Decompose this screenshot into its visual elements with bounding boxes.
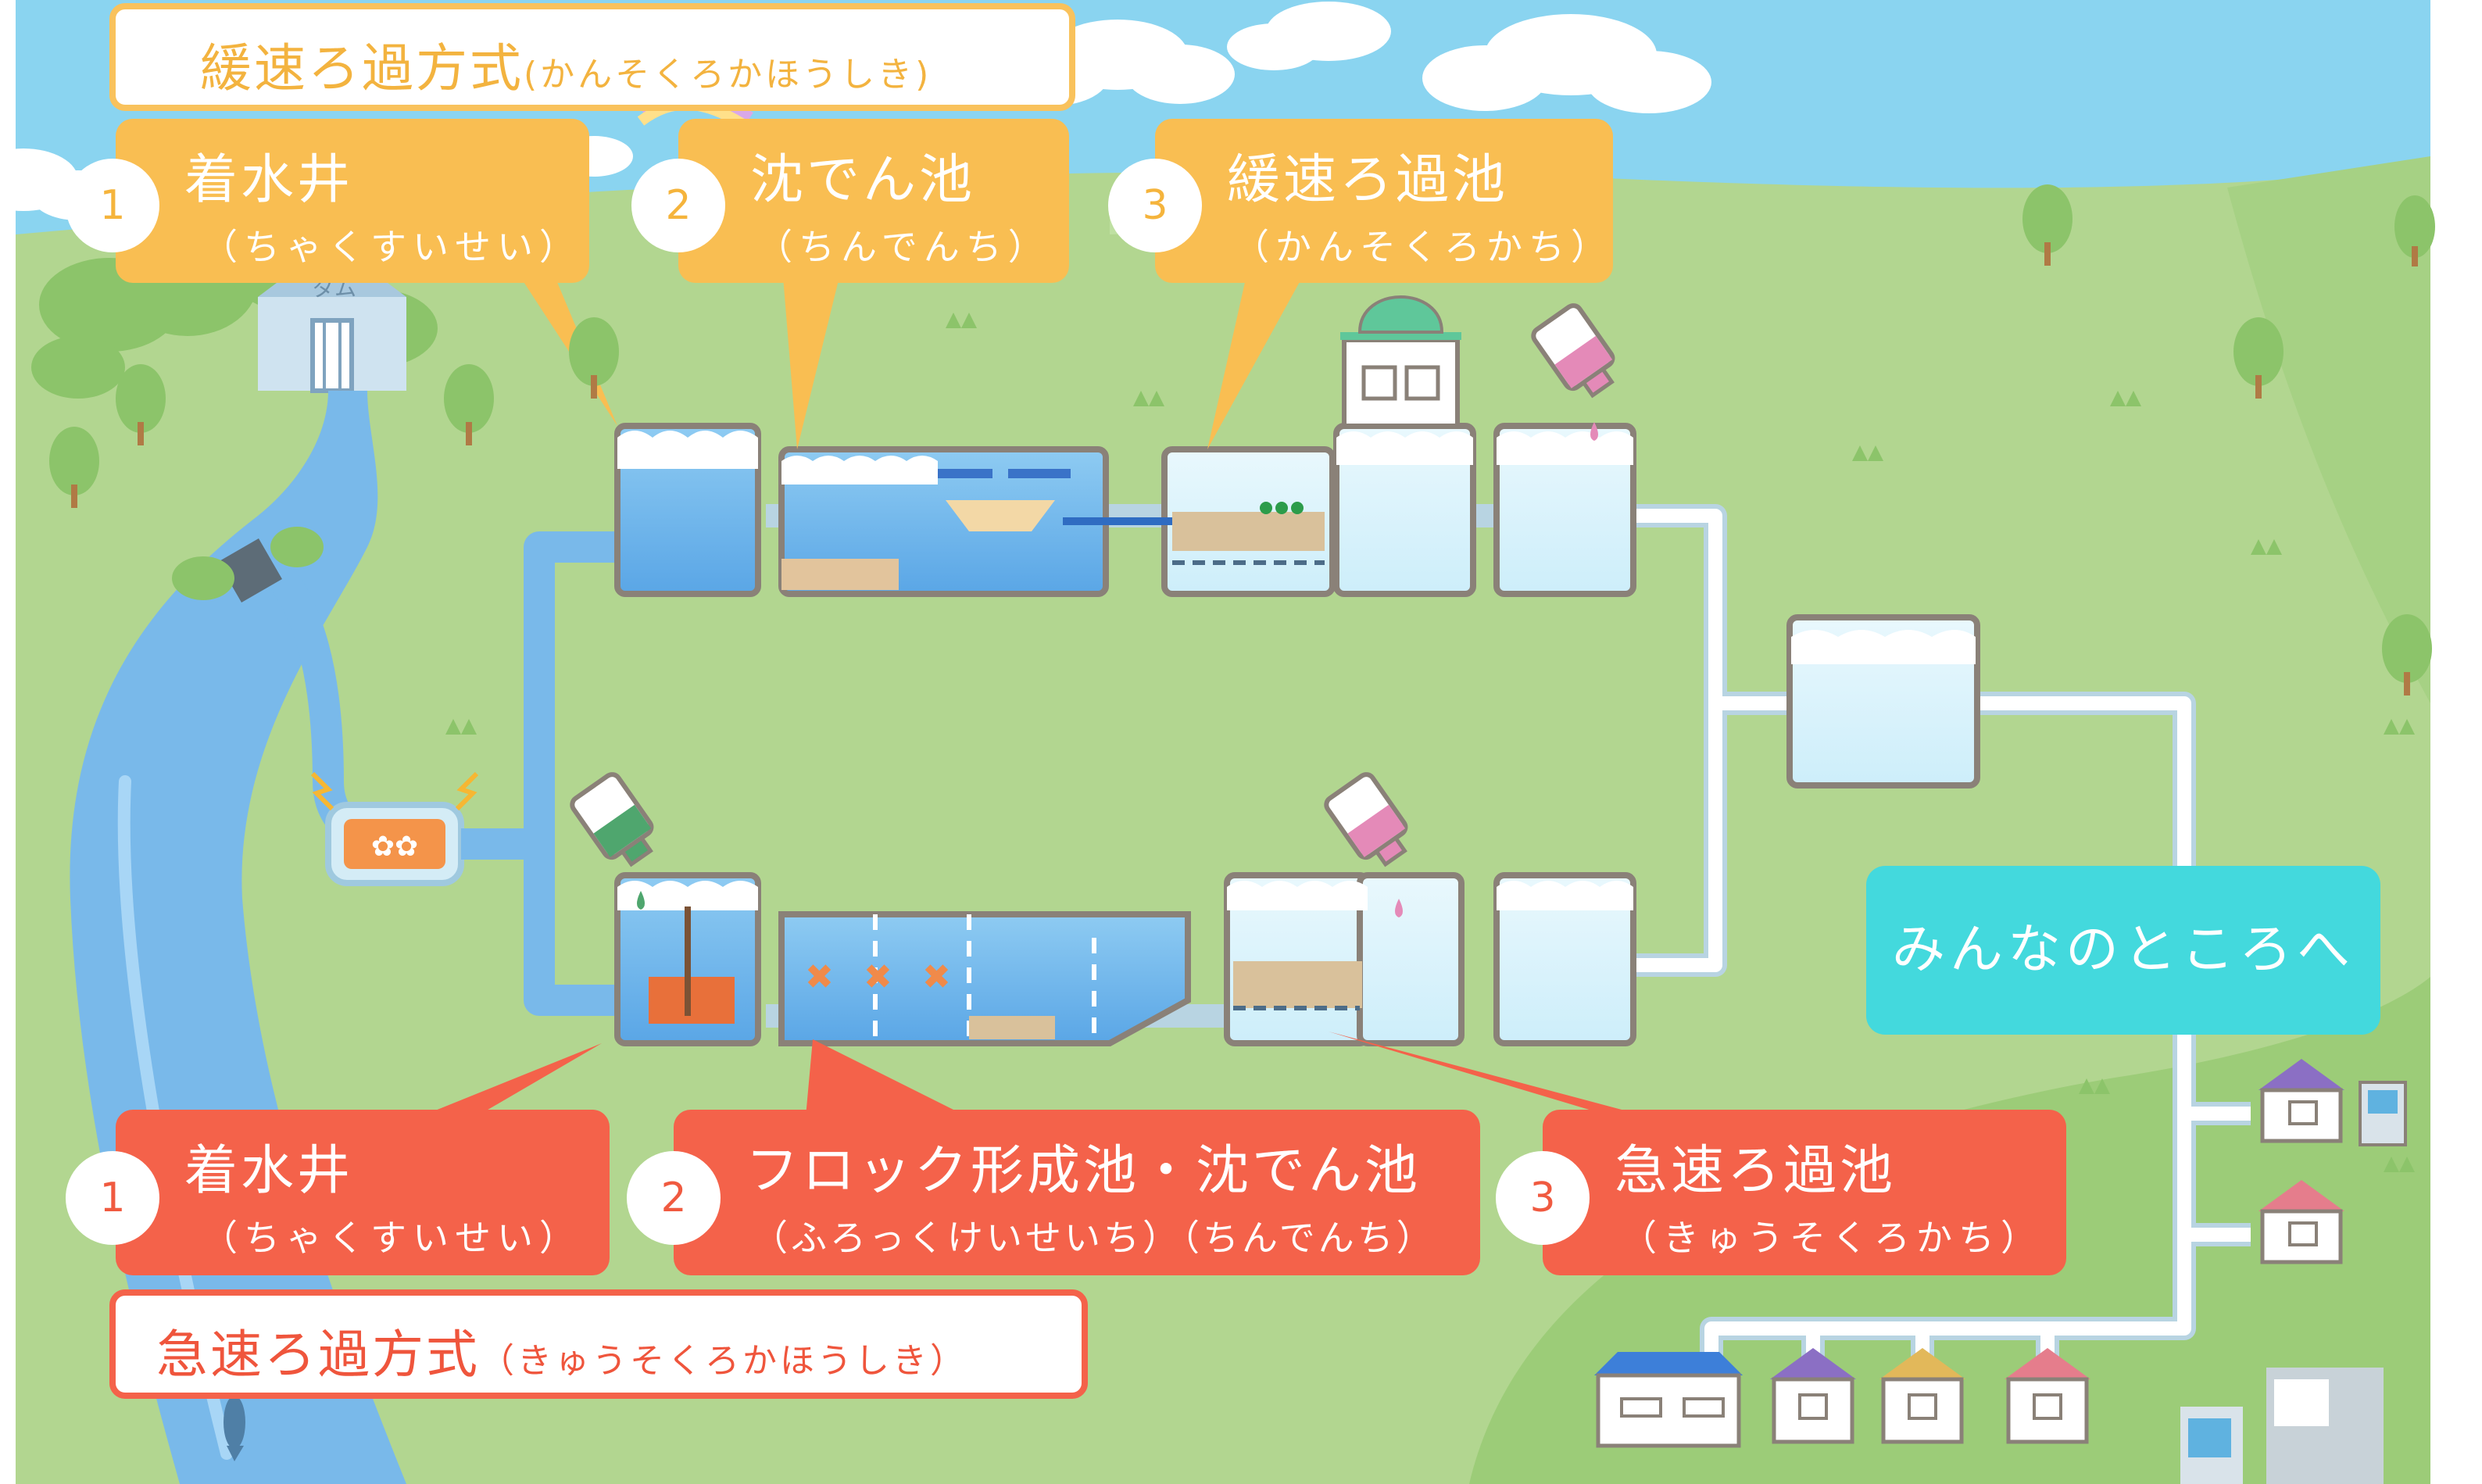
rapid-step-2-number: 2: [627, 1151, 721, 1245]
callout-pointers: [399, 258, 1680, 1125]
weir: [172, 527, 324, 603]
chemical-bottle-icon: [570, 772, 654, 910]
tree-icon: [2382, 614, 2432, 696]
clear-well-2: [1493, 423, 1636, 597]
cloud-icon: [1227, 2, 1391, 70]
raw-water-pipe: [461, 531, 617, 1016]
house-icon: [1879, 1348, 1965, 1444]
grass-tufts: [445, 313, 2415, 1172]
pump-icon: ✿✿: [310, 771, 479, 886]
rapid-step-3-name: 急速ろ過池: [1615, 1140, 1897, 1202]
svg-text:✖: ✖: [922, 957, 951, 997]
tree-icon: [116, 364, 166, 445]
slow-step-1-reading: （ちゃくすいせい）: [202, 226, 581, 268]
slow-step-2-callout: 沈でん池 （ちんでんち）: [678, 119, 1069, 283]
clear-well-4: [1493, 872, 1636, 1046]
rapid-method-title: 急速ろ過方式: [156, 1325, 480, 1385]
rapid-method-reading: （きゅうそくろかほうしき）: [480, 1341, 967, 1381]
rapid-step-3-callout: 急速ろ過池 （きゅうそくろかち）: [1543, 1110, 2066, 1275]
slow-step-3-reading: （かんそくろかち）: [1233, 226, 1613, 268]
slow-method-title: 緩速ろ過方式: [200, 38, 524, 98]
rapid-step-1-callout: 着水井 （ちゃくすいせい）: [116, 1110, 610, 1275]
slow-step-1-number: 1: [66, 159, 159, 252]
rapid-step-2-name: フロック形成池・沈でん池: [746, 1140, 1422, 1202]
svg-text:✖: ✖: [864, 957, 892, 997]
slow-method-title-box: 緩速ろ過方式(かんそくろかほうしき): [109, 3, 1075, 111]
rapid-step-2-reading: （ふろっくけいせいち）（ちんでんち）: [752, 1217, 1436, 1259]
chemical-bottle-icon: [1324, 772, 1408, 917]
chemical-bottle-icon: [1531, 303, 1615, 441]
rapid-step-1-reading: （ちゃくすいせい）: [202, 1217, 581, 1259]
tree-icon: [2022, 184, 2073, 266]
house-icon: [2258, 1059, 2344, 1143]
house-icon: [1770, 1348, 1856, 1444]
rapid-step-3-reading: （きゅうそくろかち）: [1621, 1217, 2043, 1259]
house-icon: [2005, 1348, 2090, 1444]
rapid-step-1-name: 着水井: [184, 1140, 354, 1202]
slow-step-2-number: 2: [631, 159, 725, 252]
rapid-step-1-number: 1: [66, 1151, 159, 1245]
fish-icon: [224, 1396, 245, 1461]
slow-step-1-callout: 着水井 （ちゃくすいせい）: [116, 119, 589, 283]
destination-label: みんなのところへ: [1866, 866, 2380, 1035]
svg-text:✖: ✖: [805, 957, 834, 997]
tree-icon: [569, 317, 619, 399]
tree-icon: [2233, 317, 2284, 399]
slow-step-1-name: 着水井: [184, 149, 354, 211]
tree-icon: [444, 364, 494, 445]
slow-step-3-number: 3: [1108, 159, 1202, 252]
slow-step-2-reading: （ちんでんち）: [756, 226, 1050, 268]
rapid-step-2-callout: フロック形成池・沈でん池 （ふろっくけいせいち）（ちんでんち）: [674, 1110, 1480, 1275]
floc-settling-basin: [778, 911, 1191, 1046]
rapid-train-details: ✖ ✖ ✖: [617, 881, 1633, 1043]
svg-text:✿✿: ✿✿: [371, 831, 418, 863]
slow-step-3-name: 緩速ろ過池: [1227, 149, 1509, 211]
far-hill: [2227, 156, 2430, 703]
slow-step-2-name: 沈でん池: [750, 149, 976, 211]
clear-well-3: [1357, 872, 1465, 1046]
building-icon: [2180, 1368, 2384, 1484]
rapid-step-3-number: 3: [1496, 1151, 1590, 1245]
rapid-method-title-box: 急速ろ過方式（きゅうそくろかほうしき）: [109, 1289, 1088, 1399]
building-icon: [2359, 1081, 2407, 1146]
slow-method-reading: (かんそくろかほうしき): [524, 55, 932, 95]
slow-train-details: [617, 295, 1633, 590]
tree-icon: [2394, 195, 2435, 266]
cloud-icon: [1000, 20, 1235, 105]
house-icon: [2258, 1180, 2344, 1264]
house-icon: [1594, 1352, 1743, 1448]
slow-step-3-callout: 緩速ろ過池 （かんそくろかち）: [1155, 119, 1613, 283]
tree-icon: [49, 427, 99, 508]
cloud-icon: [1422, 14, 1711, 113]
